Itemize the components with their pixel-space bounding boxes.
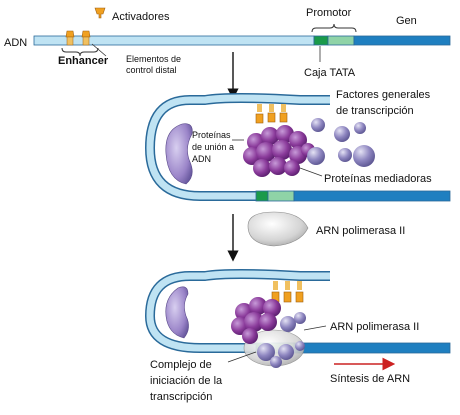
enhancer-elements xyxy=(65,30,91,46)
enhancer-brace xyxy=(61,47,99,57)
dna-strand-light xyxy=(33,35,315,46)
label-complejo-1: Complejo de xyxy=(150,359,212,371)
label-elementos-2: control distal xyxy=(126,65,177,75)
label-complejo-3: transcripción xyxy=(150,391,212,403)
label-activadores: Activadores xyxy=(112,11,170,23)
activators-bound xyxy=(255,104,288,124)
general-transcription-factors xyxy=(307,118,375,167)
general-transcription-factors xyxy=(257,312,306,368)
label-factores-2: de transcripción xyxy=(336,105,414,117)
label-adn: ADN xyxy=(4,37,27,49)
label-arn-polimerasa-1: ARN polimerasa II xyxy=(316,225,405,237)
label-complejo-2: iniciación de la xyxy=(150,375,223,387)
tata-box xyxy=(313,35,329,46)
gene-region xyxy=(293,342,451,354)
panel-linear-dna: Activadores Promotor Gen ADN Enhancer El… xyxy=(4,7,451,79)
panel-initiation-complex: ARN polimerasa II Complejo de iniciación… xyxy=(144,269,451,403)
mediator-proteins xyxy=(243,125,315,177)
label-proteinas-union-2: de unión a xyxy=(192,142,234,152)
tata-box xyxy=(255,190,269,202)
label-proteinas-mediadoras: Proteínas mediadoras xyxy=(324,173,432,185)
promoter-brace xyxy=(311,23,357,33)
rna-polymerase-free xyxy=(247,211,309,247)
gene-region xyxy=(353,35,451,46)
label-proteinas-union-1: Proteínas xyxy=(192,130,231,140)
activators-bound xyxy=(271,281,304,303)
label-caja-tata: Caja TATA xyxy=(304,67,356,79)
label-factores-1: Factores generales xyxy=(336,89,431,101)
promoter-region xyxy=(327,35,355,46)
promoter-region xyxy=(267,190,295,202)
dna-binding-protein xyxy=(165,123,193,185)
panel-looped-dna: Factores generales de transcripción Prot… xyxy=(144,89,451,202)
gene-region xyxy=(293,190,451,202)
activator-icon xyxy=(65,30,75,38)
label-arn-polimerasa-2: ARN polimerasa II xyxy=(330,321,419,333)
activator-icon xyxy=(81,30,91,38)
label-sintesis: Síntesis de ARN xyxy=(330,373,410,385)
mediator-proteins xyxy=(231,297,281,344)
label-proteinas-union-3: ADN xyxy=(192,154,211,164)
label-enhancer: Enhancer xyxy=(58,55,109,67)
activator-legend-icon xyxy=(94,7,106,19)
label-promotor: Promotor xyxy=(306,7,352,19)
dna-binding-protein xyxy=(165,286,189,339)
label-gen: Gen xyxy=(396,15,417,27)
label-elementos-1: Elementos de xyxy=(126,54,181,64)
